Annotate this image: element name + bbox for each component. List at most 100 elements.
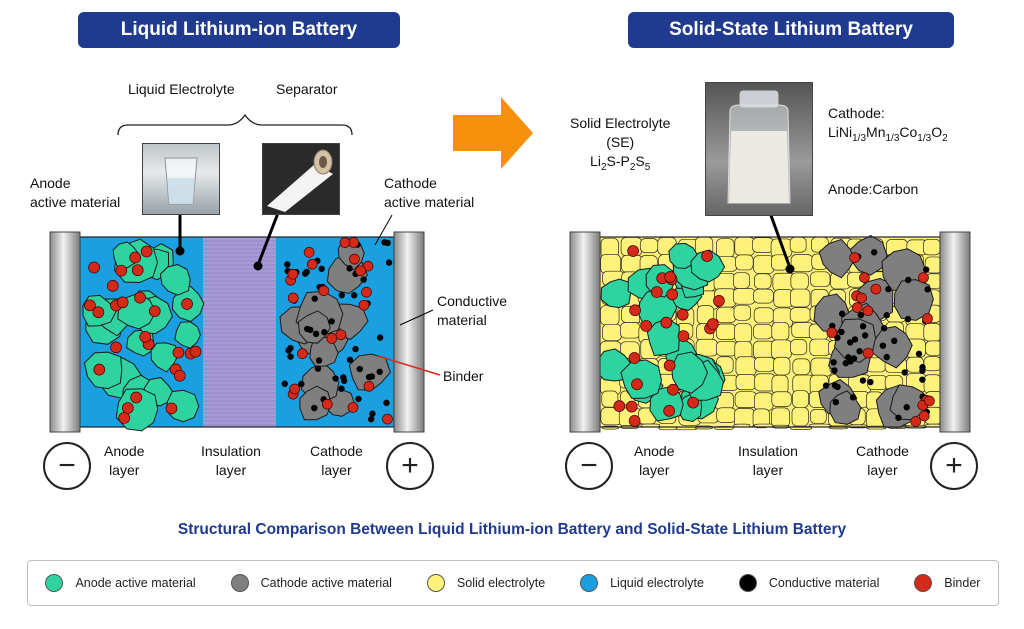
legend-swatch — [230, 574, 249, 592]
binder-dot — [88, 261, 100, 274]
binder-dot — [134, 291, 146, 304]
right-anode-layer: Anode layer — [634, 442, 674, 480]
binder-dot — [660, 316, 673, 329]
conductive-dot — [311, 404, 318, 412]
right-insulation-layer-line2: layer — [752, 461, 784, 478]
separator-roll-icon — [267, 149, 333, 212]
anode-particle — [690, 249, 726, 283]
binder-dot — [106, 280, 119, 292]
conductive-dot — [367, 416, 375, 423]
left-anode-layer-line2: layer — [109, 461, 140, 478]
electrolyte-grain — [789, 236, 807, 253]
left-anode-layer: Anode layer — [104, 442, 144, 480]
electrolyte-grain — [695, 338, 718, 357]
leader-se-dot — [785, 264, 795, 274]
conductive-dot — [287, 353, 294, 360]
binder-dot — [687, 396, 700, 409]
binder-dot — [172, 346, 185, 359]
right-insulation-layer: Insulation layer — [738, 442, 798, 480]
binder-dot — [358, 299, 370, 311]
right-insulation-layer-line1: Insulation — [738, 443, 798, 459]
label-anode-carbon: Anode:Carbon — [828, 181, 919, 197]
anode-particle — [600, 278, 632, 309]
separator-photo — [262, 143, 340, 215]
legend-swatch — [914, 574, 933, 592]
binder-dot — [297, 348, 308, 359]
binder-dot — [663, 359, 676, 372]
label-cathode-active-line1: Cathode — [384, 175, 437, 191]
conductive-dot — [849, 394, 857, 401]
binder-dot — [713, 295, 725, 307]
left-title: Liquid Lithium-ion Battery — [78, 12, 400, 48]
label-se-line2: (SE) — [606, 133, 635, 150]
binder-dot — [856, 292, 867, 304]
conductive-dot — [304, 325, 311, 333]
electrolyte-grain — [754, 273, 772, 290]
binder-dot — [289, 383, 301, 395]
conductive-dot — [822, 382, 830, 389]
electrolyte-grain — [601, 390, 619, 408]
binder-dot — [676, 308, 689, 321]
binder-dot — [326, 333, 338, 344]
conductive-dot — [368, 373, 376, 380]
binder-dot — [84, 299, 96, 312]
conductive-dot — [901, 369, 908, 376]
binder-dot — [707, 318, 719, 330]
electrolyte-grain — [771, 407, 790, 428]
conductive-dot — [867, 378, 874, 386]
electrolyte-grain — [733, 272, 750, 289]
binder-dot — [862, 305, 874, 317]
binder-dot — [640, 320, 653, 332]
binder-dot — [922, 313, 933, 324]
binder-dot — [625, 400, 638, 413]
electrolyte-grain — [733, 304, 752, 321]
conductive-dot — [885, 285, 892, 293]
solid-electrolyte-photo — [705, 82, 813, 216]
conductive-dot — [352, 345, 359, 353]
binder-dot — [910, 416, 922, 427]
conductive-dot — [856, 348, 863, 355]
binder-dot — [677, 330, 690, 342]
binder-dot — [287, 268, 299, 280]
electrolyte-grain — [734, 323, 753, 344]
binder-dot — [667, 383, 679, 396]
electrolyte-grain — [809, 409, 827, 424]
binder-dot — [918, 272, 929, 283]
conductive-dot — [376, 334, 384, 341]
conductive-dot — [838, 328, 845, 336]
binder-dot — [363, 381, 375, 392]
conductive-dot — [369, 410, 376, 417]
electrolyte-grain — [716, 407, 737, 423]
legend-label: Anode active material — [75, 576, 196, 590]
right-cathode-layer-line1: Cathode — [856, 443, 909, 459]
electrolyte-grain — [810, 271, 831, 288]
conductive-dot — [338, 291, 345, 299]
legend-label: Binder — [944, 576, 981, 590]
leader-cathode — [374, 214, 393, 246]
legend-label: Conductive material — [768, 576, 880, 590]
binder-dot — [303, 247, 315, 258]
electrolyte-grain — [771, 321, 790, 341]
right-cathode-layer-line2: layer — [867, 461, 898, 478]
electrolyte-grain — [735, 254, 754, 271]
conductive-dot — [312, 330, 320, 338]
electrolyte-grain — [809, 338, 831, 357]
left-insulation-layer-line2: layer — [215, 461, 247, 478]
conductive-dot — [350, 292, 358, 299]
cathode-particle — [871, 325, 913, 369]
cup-icon — [164, 157, 198, 205]
right-negative-terminal-icon: − — [565, 442, 613, 490]
conductive-dot — [284, 261, 291, 268]
leader-conductive — [399, 309, 434, 326]
conductive-dot — [328, 318, 335, 325]
binder-dot — [129, 251, 142, 264]
left-particles — [82, 237, 393, 432]
binder-dot — [140, 245, 153, 258]
binder-dot — [335, 329, 347, 341]
conductive-dot — [838, 310, 846, 317]
conductive-dot — [303, 268, 310, 276]
electrolyte-grain — [735, 356, 757, 377]
conductive-dot — [376, 368, 383, 375]
binder-dot — [826, 327, 838, 338]
binder-dot — [382, 413, 393, 425]
